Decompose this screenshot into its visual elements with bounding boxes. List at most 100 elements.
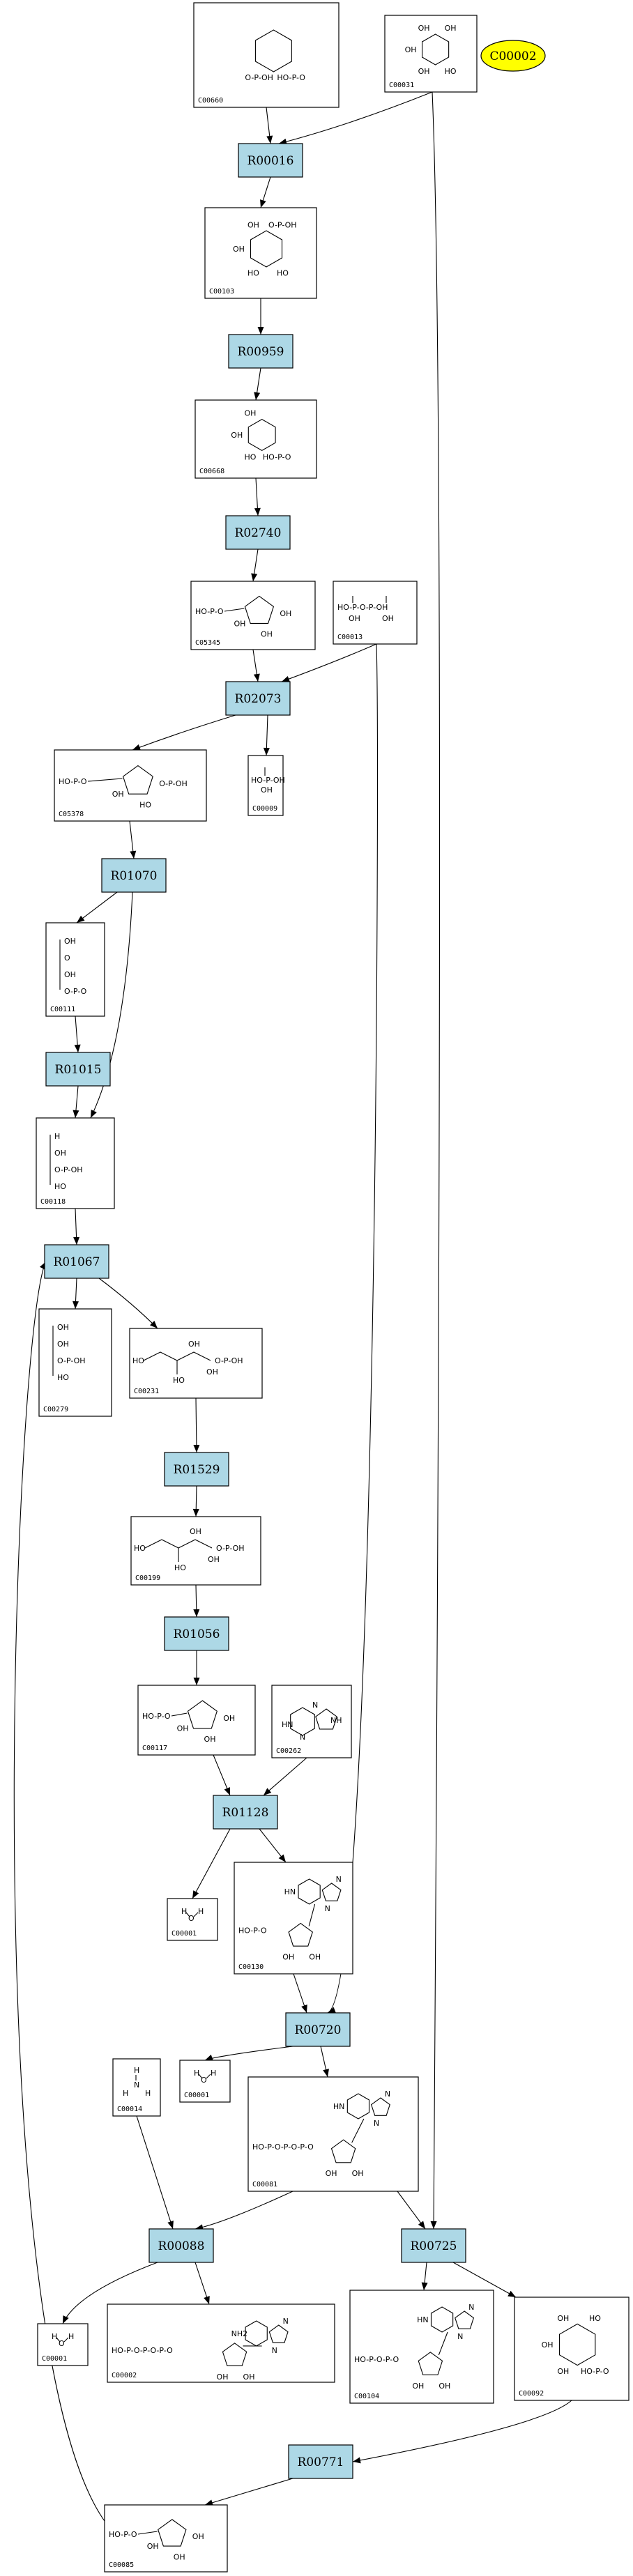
arrowhead bbox=[63, 2315, 69, 2324]
atom-label: OH bbox=[309, 1953, 321, 1962]
compound-id-label: C00103 bbox=[209, 288, 234, 296]
compound-id-label: C00130 bbox=[238, 1963, 264, 1971]
atom-label: O bbox=[201, 2076, 207, 2085]
atom-label: HO-P-O bbox=[109, 2530, 137, 2539]
atom-label: OH bbox=[352, 2169, 364, 2178]
ring-bond bbox=[254, 29, 292, 72]
atom-label: OH bbox=[57, 1340, 69, 1349]
edge-line bbox=[195, 1397, 197, 1453]
compound-box bbox=[130, 1516, 261, 1586]
reaction-r01070[interactable]: R01070 bbox=[101, 858, 167, 893]
edge-line bbox=[452, 2262, 517, 2298]
reaction-r01529[interactable]: R01529 bbox=[164, 1452, 229, 1487]
atom-label: N bbox=[134, 2080, 139, 2090]
bond-line bbox=[351, 2118, 365, 2143]
bond-line bbox=[171, 1712, 188, 1717]
external-compound-label: C00002 bbox=[489, 49, 536, 63]
atom-label: OH bbox=[206, 1367, 218, 1377]
atom-label: H bbox=[54, 1132, 60, 1141]
edge-line bbox=[327, 643, 378, 2014]
compound-id-label: C00231 bbox=[134, 1388, 159, 1395]
atom-label: HO-P-O bbox=[581, 2367, 609, 2376]
arrowhead bbox=[264, 1788, 272, 1795]
reaction-r01128[interactable]: R01128 bbox=[213, 1795, 278, 1830]
reaction-r00959[interactable]: R00959 bbox=[228, 334, 293, 369]
atom-label: H bbox=[198, 1907, 204, 1916]
atom-label: H bbox=[194, 2069, 199, 2078]
bond-line bbox=[56, 2337, 61, 2343]
reaction-r02740[interactable]: R02740 bbox=[225, 515, 291, 550]
reaction-r01067[interactable]: R01067 bbox=[44, 1244, 109, 1279]
atom-label: H bbox=[134, 2066, 139, 2075]
atom-label: OH bbox=[282, 1953, 294, 1962]
atom-label: OH bbox=[192, 2532, 204, 2541]
atom-label: OH bbox=[54, 1149, 66, 1158]
reaction-r00725[interactable]: R00725 bbox=[401, 2228, 466, 2263]
atom-label: HN bbox=[282, 1720, 293, 1729]
atom-label: HO bbox=[173, 1376, 185, 1385]
compound-box bbox=[54, 749, 207, 822]
bond-line bbox=[438, 2331, 448, 2356]
atom-label: OH bbox=[412, 2382, 424, 2391]
reaction-r01015[interactable]: R01015 bbox=[45, 1052, 111, 1087]
reaction-r00016[interactable]: R00016 bbox=[238, 143, 303, 178]
reaction-r00720[interactable]: R00720 bbox=[285, 2012, 351, 2047]
atom-label: OH bbox=[245, 408, 257, 417]
reaction-box bbox=[228, 334, 293, 369]
atom-label: HN bbox=[333, 2102, 345, 2111]
compound-id-label: C05378 bbox=[59, 811, 84, 818]
atom-label: H bbox=[68, 2332, 74, 2341]
ring-bond bbox=[346, 2093, 370, 2119]
edge-line bbox=[397, 2191, 426, 2230]
compound-box bbox=[129, 1328, 263, 1399]
arrowhead bbox=[204, 2296, 210, 2304]
reaction-r00088[interactable]: R00088 bbox=[148, 2228, 214, 2263]
atom-label: HO bbox=[589, 2314, 601, 2323]
atom-label: N bbox=[374, 2119, 379, 2128]
ring-bond bbox=[288, 1922, 313, 1947]
ring-bond bbox=[268, 2324, 289, 2343]
reaction-label: R00771 bbox=[298, 2455, 344, 2469]
arrowhead bbox=[282, 675, 290, 682]
external-compound-oval bbox=[480, 40, 546, 72]
atom-label: N bbox=[272, 2346, 277, 2355]
reaction-label: R00720 bbox=[295, 2023, 342, 2037]
atom-label: OH bbox=[233, 245, 245, 254]
reaction-r01056[interactable]: R01056 bbox=[164, 1616, 229, 1651]
atom-label: OH bbox=[349, 614, 360, 623]
atom-label: OH bbox=[280, 609, 291, 618]
reaction-label: R00016 bbox=[247, 154, 294, 168]
compound-box bbox=[247, 755, 284, 816]
atom-label: HO bbox=[174, 1563, 186, 1572]
external-compound-node[interactable]: C00002 bbox=[480, 40, 546, 72]
reaction-r00771[interactable]: R00771 bbox=[288, 2444, 353, 2479]
reaction-r02073[interactable]: R02073 bbox=[225, 681, 291, 716]
arrowhead bbox=[73, 1110, 79, 1118]
